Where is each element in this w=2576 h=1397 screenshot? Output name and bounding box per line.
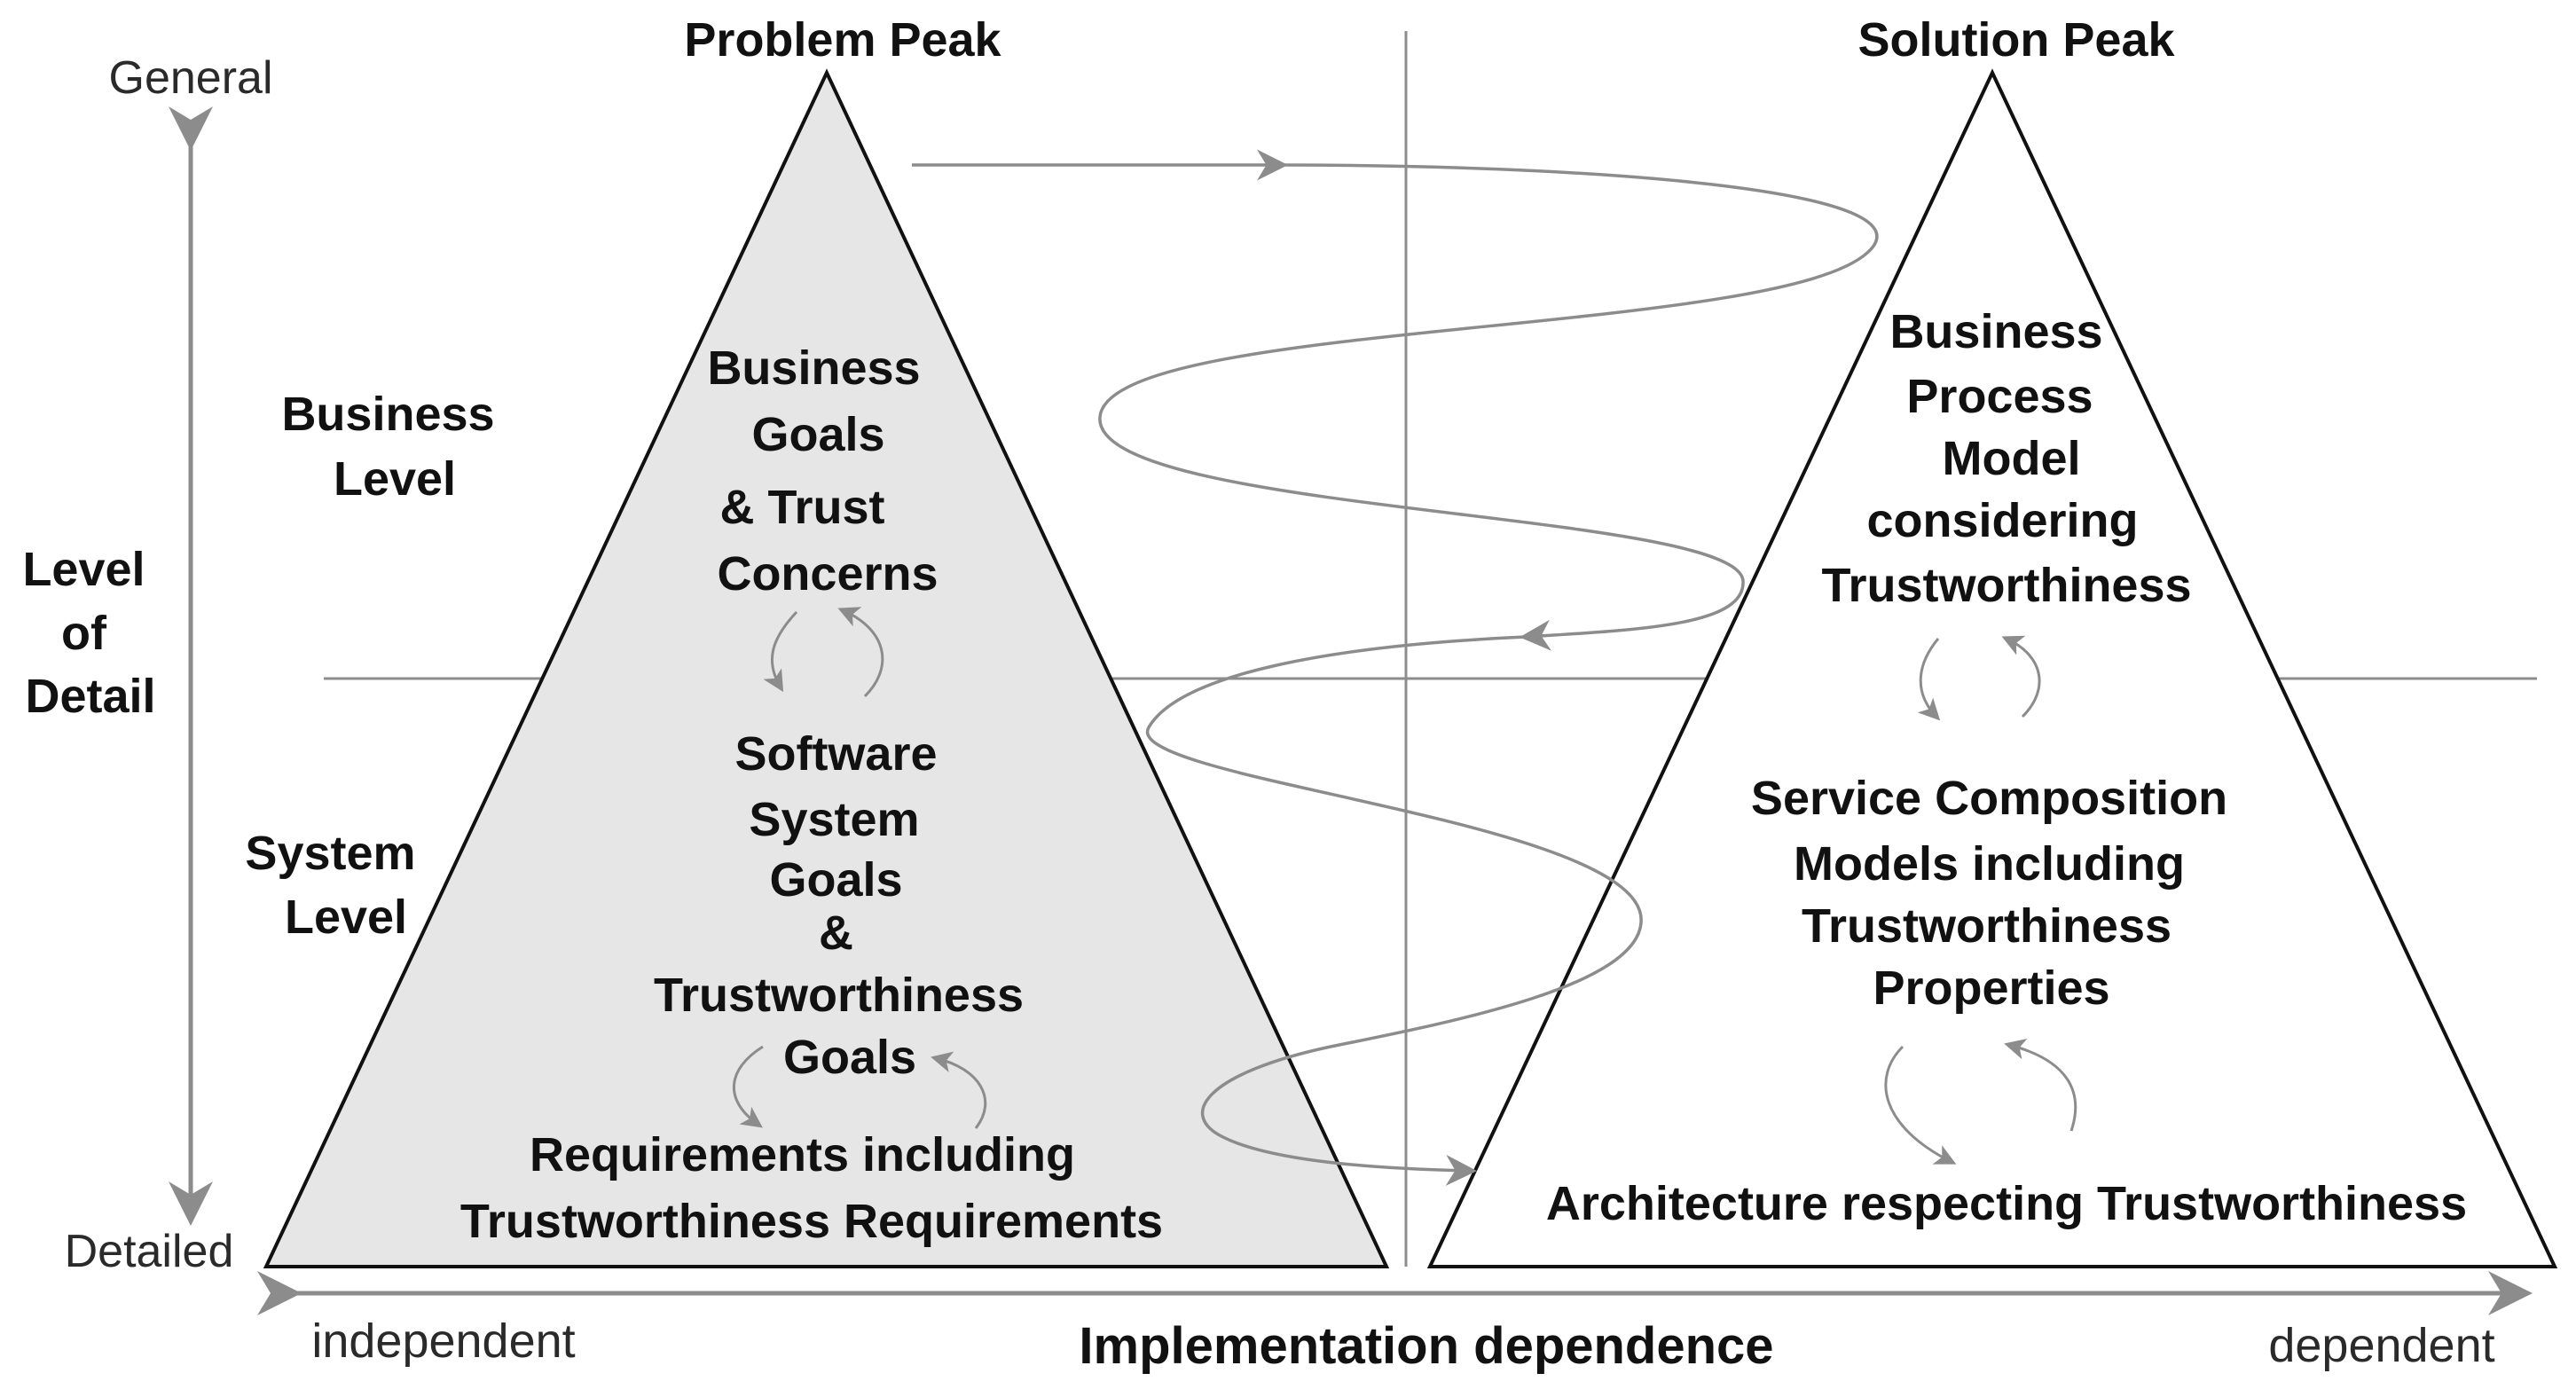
axis-left-end-label: independent [311,1315,575,1368]
axis-title-line: of [61,607,107,660]
text-line: Goals [769,853,902,906]
cycle-arrow-down [733,1045,764,1128]
text-line: & [819,906,853,960]
problem-business-goals-text: Business Goals & Trust Concerns [707,341,938,600]
text-line: Trustworthiness [1802,899,2172,953]
axis-bottom-label: Detailed [65,1226,234,1277]
axis-top-label: General [109,52,273,104]
cycle-arrow-up [837,607,884,698]
text-line: considering [1866,494,2138,547]
problem-peak-title: Problem Peak [684,13,1001,67]
text-line: Software [734,727,937,781]
text-line: Requirements including [530,1128,1075,1181]
cycle-arrow-down [1917,638,1941,721]
cycle-arrow-down [1884,1045,1957,1165]
problem-peak-triangle [263,68,1390,1268]
business-level-label: Business Level [281,388,507,506]
text-line: Model [1942,432,2080,485]
text-line: Goals [751,408,884,461]
text-line: Business [707,341,920,395]
level-label-line: System [245,827,415,880]
axis-right-end-label: dependent [2268,1319,2494,1372]
solution-peak-title: Solution Peak [1857,13,2175,67]
problem-requirements-text: Requirements including Trustworthiness R… [460,1128,1163,1248]
text-line: Business [1889,305,2102,358]
text-line: Models including [1794,837,2185,891]
system-level-label: System Level [245,827,428,944]
cycle-arrow-up [931,1051,987,1129]
cycle-arrow-up [2004,1038,2077,1132]
solution-service-composition-text: Service Composition Models including Tru… [1751,772,2241,1015]
text-line: Trustworthiness [654,969,1024,1022]
text-line: Process [1906,370,2093,423]
text-line: System [749,793,919,846]
level-label-line: Level [285,891,407,944]
cycle-arrow-down [763,610,798,693]
text-line: & Trust [719,481,884,534]
text-line: Concerns [717,547,938,600]
axis-title: Level of Detail [22,543,158,723]
level-label-line: Business [281,388,494,441]
text-line: Properties [1873,961,2109,1015]
text-line: Trustworthiness Requirements [460,1195,1163,1248]
level-label-line: Level [334,452,456,506]
solution-peak-triangle [1426,68,2558,1268]
problem-system-goals-text: Software System Goals & Trustworthiness … [654,727,1037,1084]
axis-title-line: Level [22,543,145,596]
text-line: Service Composition [1751,772,2227,825]
solution-architecture-text: Architecture respecting Trustworthiness [1546,1177,2467,1230]
spiral-loop-lower [1145,635,1643,1186]
spiral-loop [1098,163,1879,651]
axis-bottom-title: Implementation dependence [1079,1317,1773,1375]
text-line: Trustworthiness [1821,559,2191,612]
axis-title-line: Detail [25,670,155,723]
text-line: Goals [783,1031,916,1084]
cycle-arrow-up [2001,635,2041,718]
solution-business-process-text: Business Process Model considering Trust… [1821,305,2191,612]
